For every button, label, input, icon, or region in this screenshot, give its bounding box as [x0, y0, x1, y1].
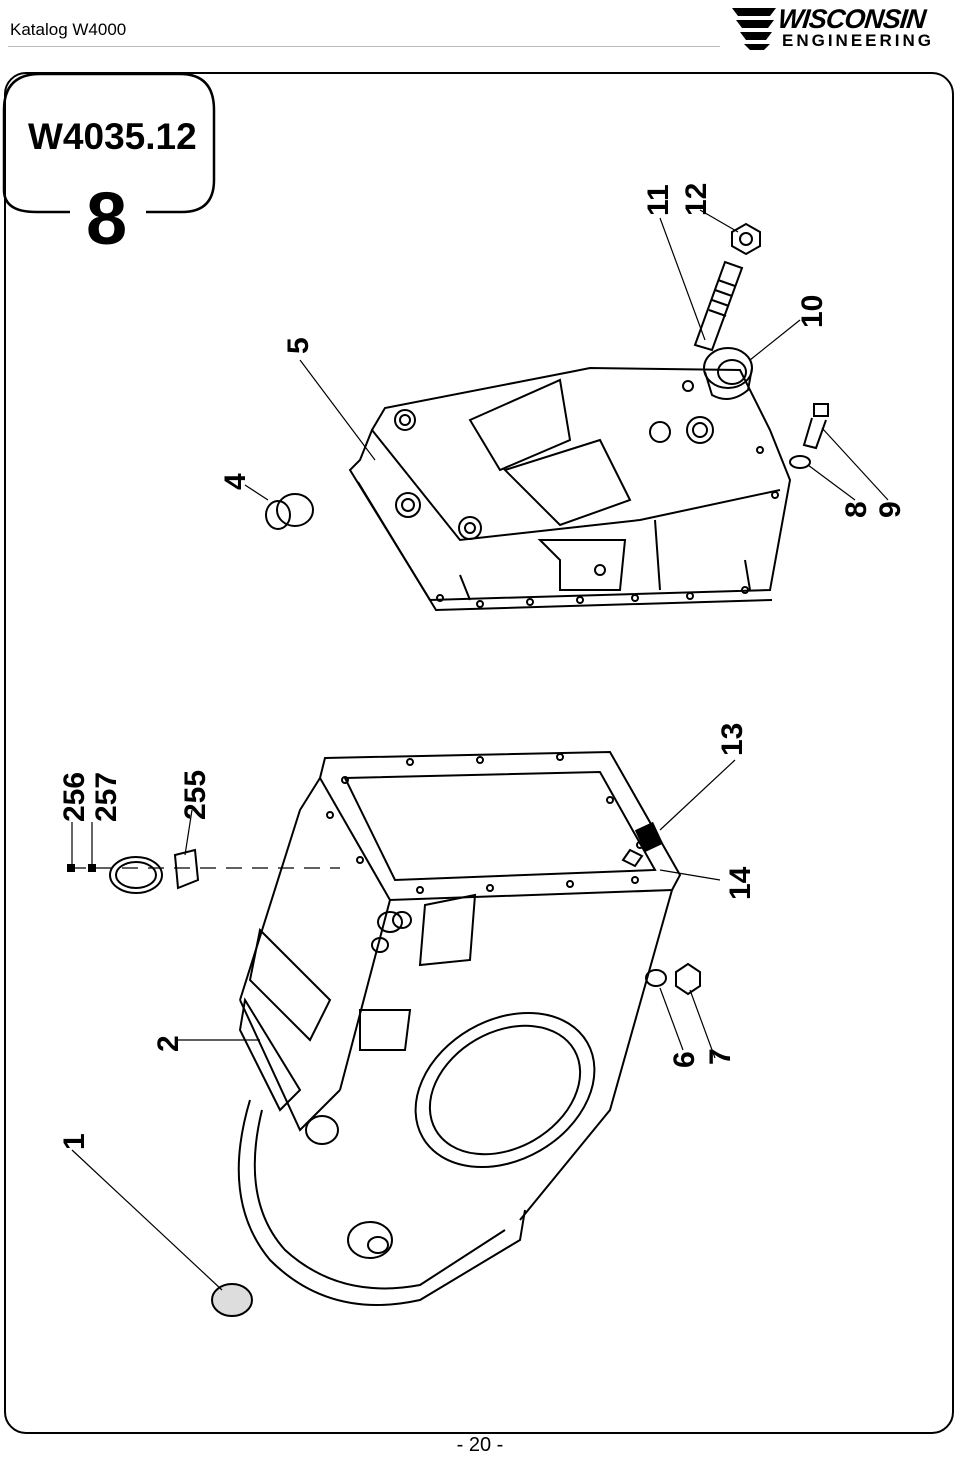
callout-256: 256	[58, 772, 91, 822]
callout-255: 255	[179, 770, 212, 820]
callout-6: 6	[668, 1051, 701, 1068]
callout-12: 12	[680, 183, 713, 216]
page-number: - 20 -	[456, 1434, 504, 1456]
section-number: 8	[86, 177, 128, 260]
callout-1: 1	[58, 1133, 91, 1150]
callout-4: 4	[219, 473, 252, 490]
washer-part-6	[645, 969, 667, 987]
cover-plate-drawing	[348, 366, 792, 612]
callout-9: 9	[874, 501, 907, 518]
logo-emblem-icon	[732, 8, 776, 50]
wisconsin-logo: WISCONSIN ENGINEERING	[730, 4, 955, 52]
header-divider	[8, 46, 720, 47]
section-tab-outline	[2, 72, 216, 214]
content-frame	[4, 72, 954, 1434]
catalog-title: Katalog W4000	[10, 20, 127, 39]
callout-8: 8	[840, 501, 873, 518]
knob-part-4	[265, 493, 314, 530]
dipstick-ring-part-255	[109, 848, 200, 894]
cap-part-1	[211, 1283, 253, 1317]
nut-part-12	[731, 222, 761, 256]
housing-drawing	[237, 750, 682, 1306]
callout-13: 13	[716, 723, 749, 756]
callout-11: 11	[642, 184, 675, 216]
logo-line2: ENGINEERING	[782, 31, 935, 50]
stud-part-11	[693, 260, 744, 352]
callout-5: 5	[282, 337, 315, 354]
callout-7: 7	[704, 1048, 737, 1065]
plug-part-13	[634, 821, 664, 853]
callout-10: 10	[796, 295, 829, 328]
callout-2: 2	[152, 1035, 185, 1052]
bolt-part-7	[675, 962, 701, 996]
callout-14: 14	[724, 866, 757, 900]
callout-257: 257	[90, 772, 123, 822]
bolt-part-9	[802, 403, 829, 450]
section-code: W4035.12	[28, 116, 197, 157]
bushing-part-10	[703, 347, 753, 400]
washer-part-8	[789, 455, 811, 469]
